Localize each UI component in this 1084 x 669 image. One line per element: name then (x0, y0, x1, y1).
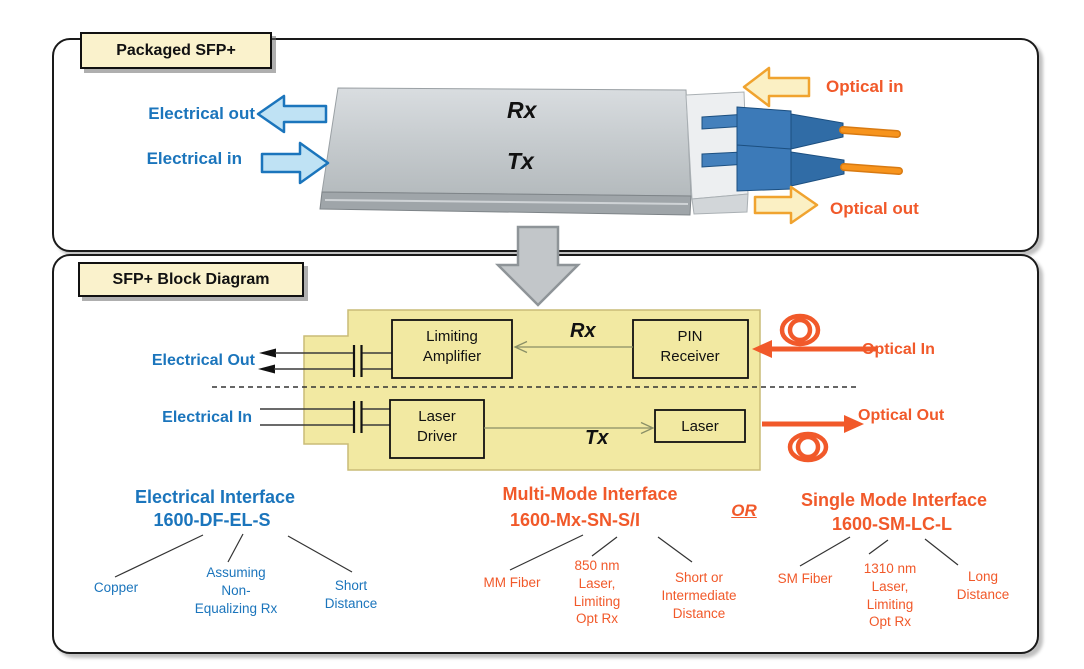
lc-connector-upper (701, 106, 901, 154)
packaged-sfp-title-label: Packaged SFP+ (116, 41, 236, 59)
block-diagram-title-label: SFP+ Block Diagram (112, 270, 270, 288)
limiting-amplifier-label: Limiting Amplifier (422, 328, 482, 366)
electrical-in-lines (260, 401, 390, 433)
bd-optical-in-label: Optical In (862, 341, 935, 358)
optical-in-label: Optical in (826, 77, 904, 96)
singlemode-item-sm-fiber: SM Fiber (777, 571, 833, 586)
capacitor-symbols-in (352, 401, 363, 433)
pin-receiver-box (632, 319, 749, 379)
multimode-item-850nm: 850 nm Laser, Limiting Opt Rx (573, 558, 621, 627)
multimode-item-mm-fiber: MM Fiber (483, 575, 541, 590)
optical-in-arrow (742, 66, 811, 108)
limiting-amplifier-box (391, 319, 513, 379)
laser-box (654, 409, 746, 443)
laser-driver-label: Laser Driver (417, 408, 457, 446)
block-diagram-title: SFP+ Block Diagram (78, 262, 304, 297)
electrical-out-arrow (256, 94, 328, 134)
optical-out-arrow (753, 185, 819, 225)
optical-out-fiber (762, 415, 864, 463)
bd-tx-label: Tx (585, 427, 609, 449)
module-rx-label: Rx (507, 97, 537, 123)
module-front-face (319, 191, 692, 216)
bd-rx-label: Rx (570, 320, 596, 342)
packaged-sfp-title: Packaged SFP+ (80, 32, 272, 69)
electrical-out-label: Electrical out (148, 104, 255, 123)
singlemode-interface-title: Single Mode Interface (800, 490, 988, 510)
multimode-interface-title: Multi-Mode Interface (502, 484, 678, 504)
down-arrow (494, 225, 582, 307)
optical-out-label: Optical out (830, 199, 919, 218)
singlemode-item-long-distance: Long Distance (956, 569, 1010, 602)
bd-optical-out-label: Optical Out (858, 407, 945, 424)
singlemode-item-1310nm: 1310 nm Laser, Limiting Opt Rx (863, 561, 917, 630)
electrical-item-assuming: Assuming Non- Equalizing Rx (194, 565, 278, 616)
sfp-ic-block (303, 309, 761, 471)
laser-label: Laser (681, 418, 719, 435)
electrical-in-label: Electrical in (146, 149, 242, 168)
function-boxes (389, 319, 749, 459)
electrical-in-arrow (260, 141, 330, 185)
module-nose-bottom (691, 193, 749, 215)
lc-connector-lower (701, 144, 903, 192)
internal-arrows (484, 340, 655, 435)
electrical-item-copper: Copper (93, 580, 139, 595)
electrical-item-short-distance: Short Distance (324, 578, 378, 611)
module-tx-label: Tx (507, 148, 534, 174)
module-front-groove (324, 199, 689, 205)
pin-receiver-label: PIN Receiver (660, 328, 720, 366)
singlemode-interface-part: 1600-SM-LC-L (831, 514, 953, 534)
electrical-interface-title: Electrical Interface (134, 487, 296, 507)
bd-electrical-out-label: Electrical Out (151, 352, 255, 369)
laser-driver-box (389, 399, 485, 459)
multimode-item-short-intermediate: Short or Intermediate Distance (661, 570, 737, 621)
electrical-out-lines (258, 345, 392, 377)
annotation-lines (114, 533, 959, 578)
capacitor-symbols-out (352, 345, 363, 377)
optical-in-fiber (752, 313, 878, 358)
sfp-module-illustration (319, 87, 903, 216)
or-label: OR (731, 501, 757, 520)
multimode-interface-part: 1600-Mx-SN-S/I (509, 510, 641, 530)
electrical-interface-part: 1600-DF-EL-S (153, 510, 271, 530)
bd-electrical-in-label: Electrical In (162, 409, 252, 426)
